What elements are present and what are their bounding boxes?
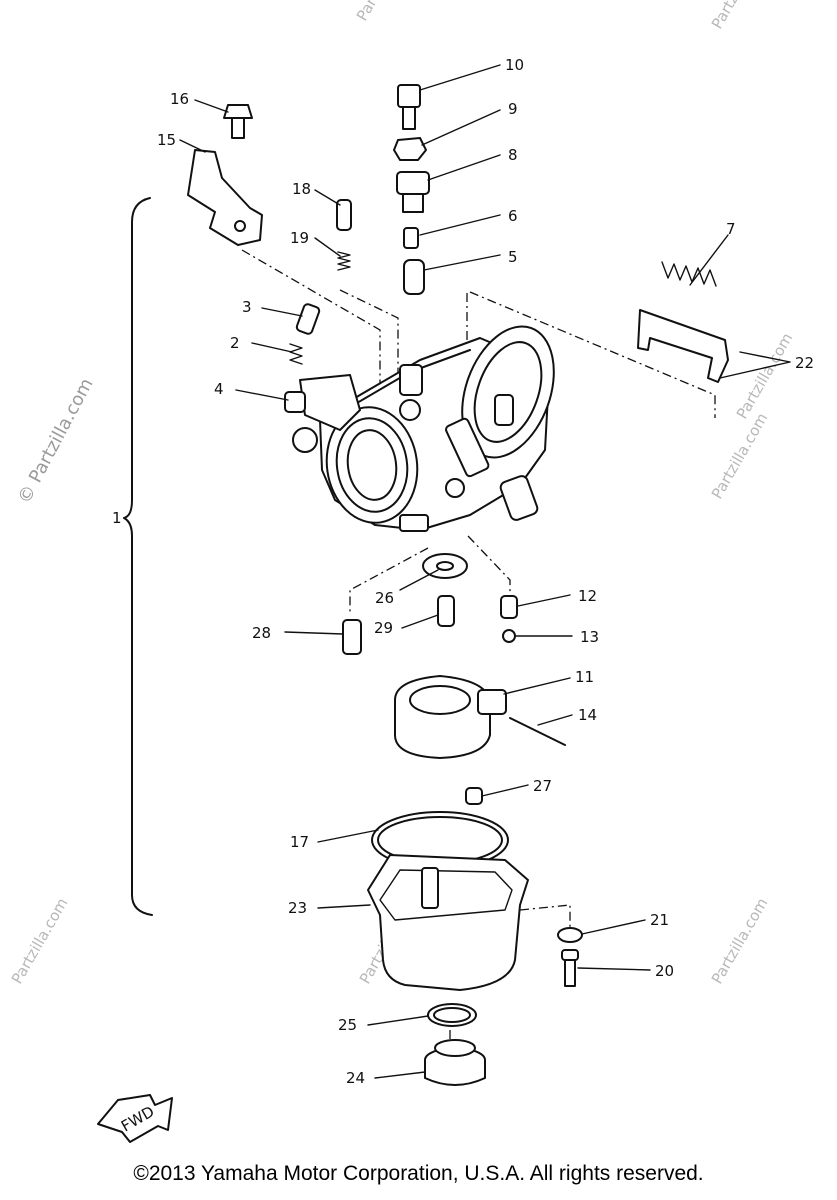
callout-25: 25 [338,1016,357,1034]
watermark: Partzilla.com [8,895,72,987]
callout-5: 5 [508,248,518,266]
part-21-washer [557,927,583,943]
callout-8: 8 [508,146,518,164]
watermark: Partzilla.com [708,410,772,502]
callout-24: 24 [346,1069,365,1087]
callout-28: 28 [252,624,271,642]
callout-7: 7 [726,220,736,238]
watermark: Partzilla.com [708,895,772,987]
callout-10: 10 [505,56,524,74]
part-22-lever [637,309,729,383]
callout-17: 17 [290,833,309,851]
callout-26: 26 [375,589,394,607]
callout-6: 6 [508,207,518,225]
part-10-screw [397,84,421,130]
part-28-jet [342,619,362,655]
part-12-needle-valve [500,595,518,619]
part-9-nut [393,137,427,161]
part-4-screw [284,391,306,413]
callout-15: 15 [157,131,176,149]
part-cable-bracket [187,149,263,246]
copyright-notice: ©2013 Yamaha Motor Corporation, U.S.A. A… [133,1162,704,1185]
part-7-spring [661,261,717,287]
callout-13: 13 [580,628,599,646]
callout-2: 2 [230,334,240,352]
part-8-jet-holder [396,171,430,213]
fwd-arrow: FWD [97,1094,173,1143]
part-13-clip [502,629,516,643]
assembly-bracket [123,197,153,916]
part-11-float [394,675,507,759]
callout-3: 3 [242,298,252,316]
part-18-screw [336,199,352,231]
part-14-pin [509,717,566,746]
callout-11: 11 [575,668,594,686]
part-16-screw [223,104,253,139]
callout-leaders [179,64,791,1079]
part-23-float-bowl [367,854,529,991]
callout-1: 1 [112,509,122,527]
callout-19: 19 [290,229,309,247]
callout-12: 12 [578,587,597,605]
part-3-screw [295,303,321,335]
callout-14: 14 [578,706,597,724]
callout-23: 23 [288,899,307,917]
callout-labels: 1 2 3 4 5 6 7 8 9 10 11 12 13 14 15 16 1… [112,56,814,1087]
part-27-screw [465,787,483,805]
carburetor-body [292,325,555,532]
callout-22: 22 [795,354,814,372]
callout-4: 4 [214,380,224,398]
callout-29: 29 [374,619,393,637]
part-20-screw [561,949,579,987]
part-24-drain-plug [424,1039,486,1086]
watermark: Partzilla.com [733,330,797,422]
part-25-o-ring [427,1003,477,1027]
part-29-jet [437,595,455,627]
watermark: Partzilla.com [708,0,772,32]
callout-27: 27 [533,777,552,795]
callout-18: 18 [292,180,311,198]
callout-16: 16 [170,90,189,108]
callout-20: 20 [655,962,674,980]
side-watermark: © Partzilla.com [14,375,98,508]
part-19-spring [337,251,351,271]
watermark: Partzilla.com [353,0,417,24]
part-5-nozzle [403,259,425,295]
callout-21: 21 [650,911,669,929]
part-6-jet [403,227,419,249]
callout-9: 9 [508,100,518,118]
part-2-spring [289,343,303,365]
